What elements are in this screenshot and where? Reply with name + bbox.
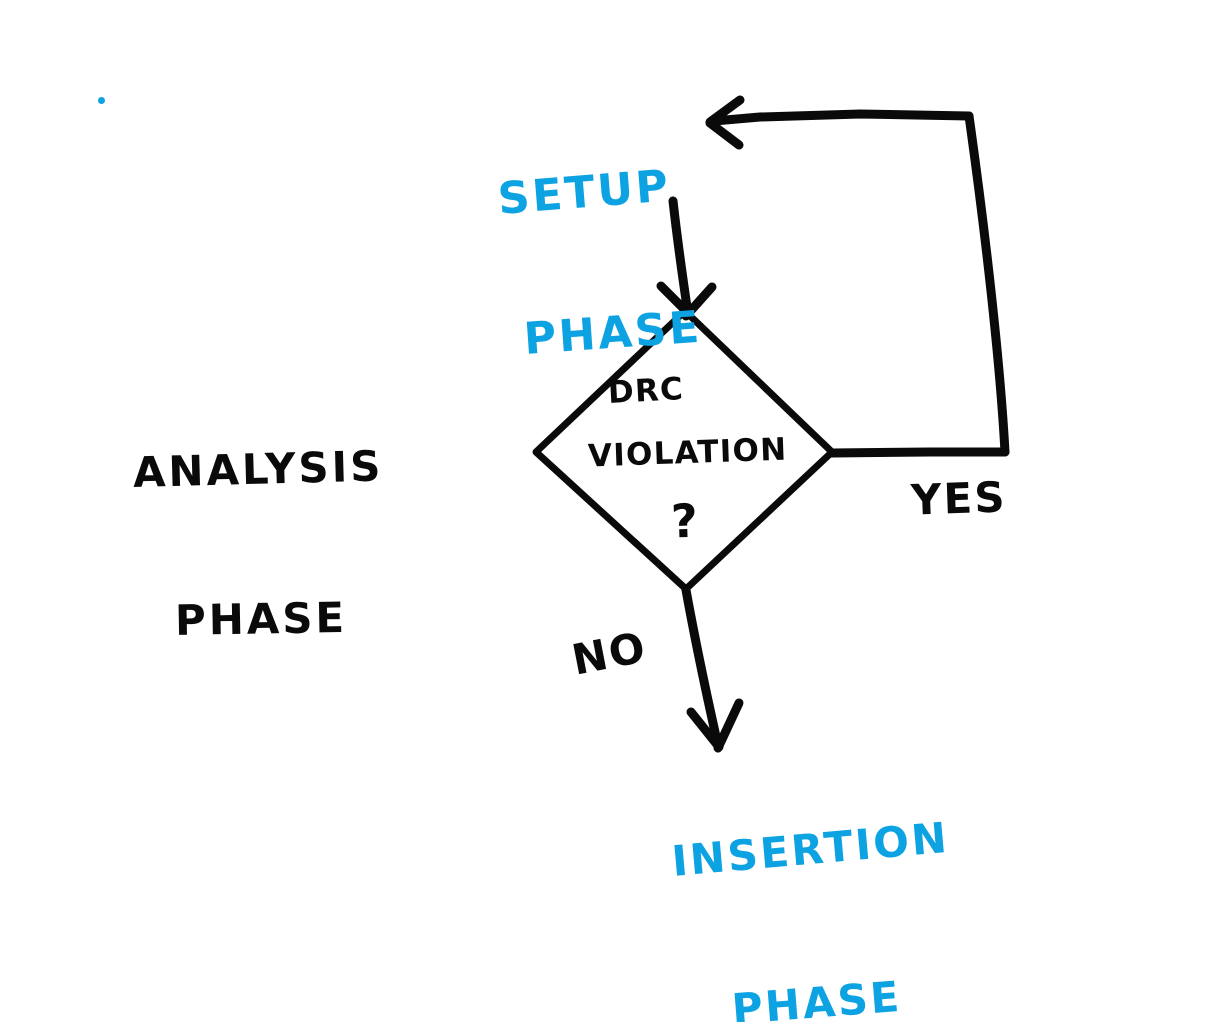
setup-phase-line2: PHASE — [522, 301, 704, 365]
insertion-phase-line1: INSERTION — [669, 812, 952, 886]
setup-phase-line1: SETUP — [495, 160, 673, 225]
analysis-phase-line2: PHASE — [174, 593, 348, 645]
edge-decision-no-to-insertion — [681, 585, 744, 753]
insertion-phase-label: INSERTION PHASE — [669, 757, 952, 1022]
insertion-phase-line2: PHASE — [730, 971, 904, 1022]
drc-decision-line2: VIOLATION — [587, 431, 788, 475]
drc-decision-line1: DRC — [607, 371, 685, 411]
analysis-phase-label: ANALYSIS PHASE — [132, 368, 384, 726]
blue-dot-mark — [98, 97, 105, 104]
yes-branch-label: YES — [910, 472, 1008, 525]
drc-decision-question-mark: ? — [670, 493, 702, 549]
analysis-phase-line1: ANALYSIS — [132, 441, 384, 497]
edge-decision-yes-to-setup — [705, 95, 1010, 458]
